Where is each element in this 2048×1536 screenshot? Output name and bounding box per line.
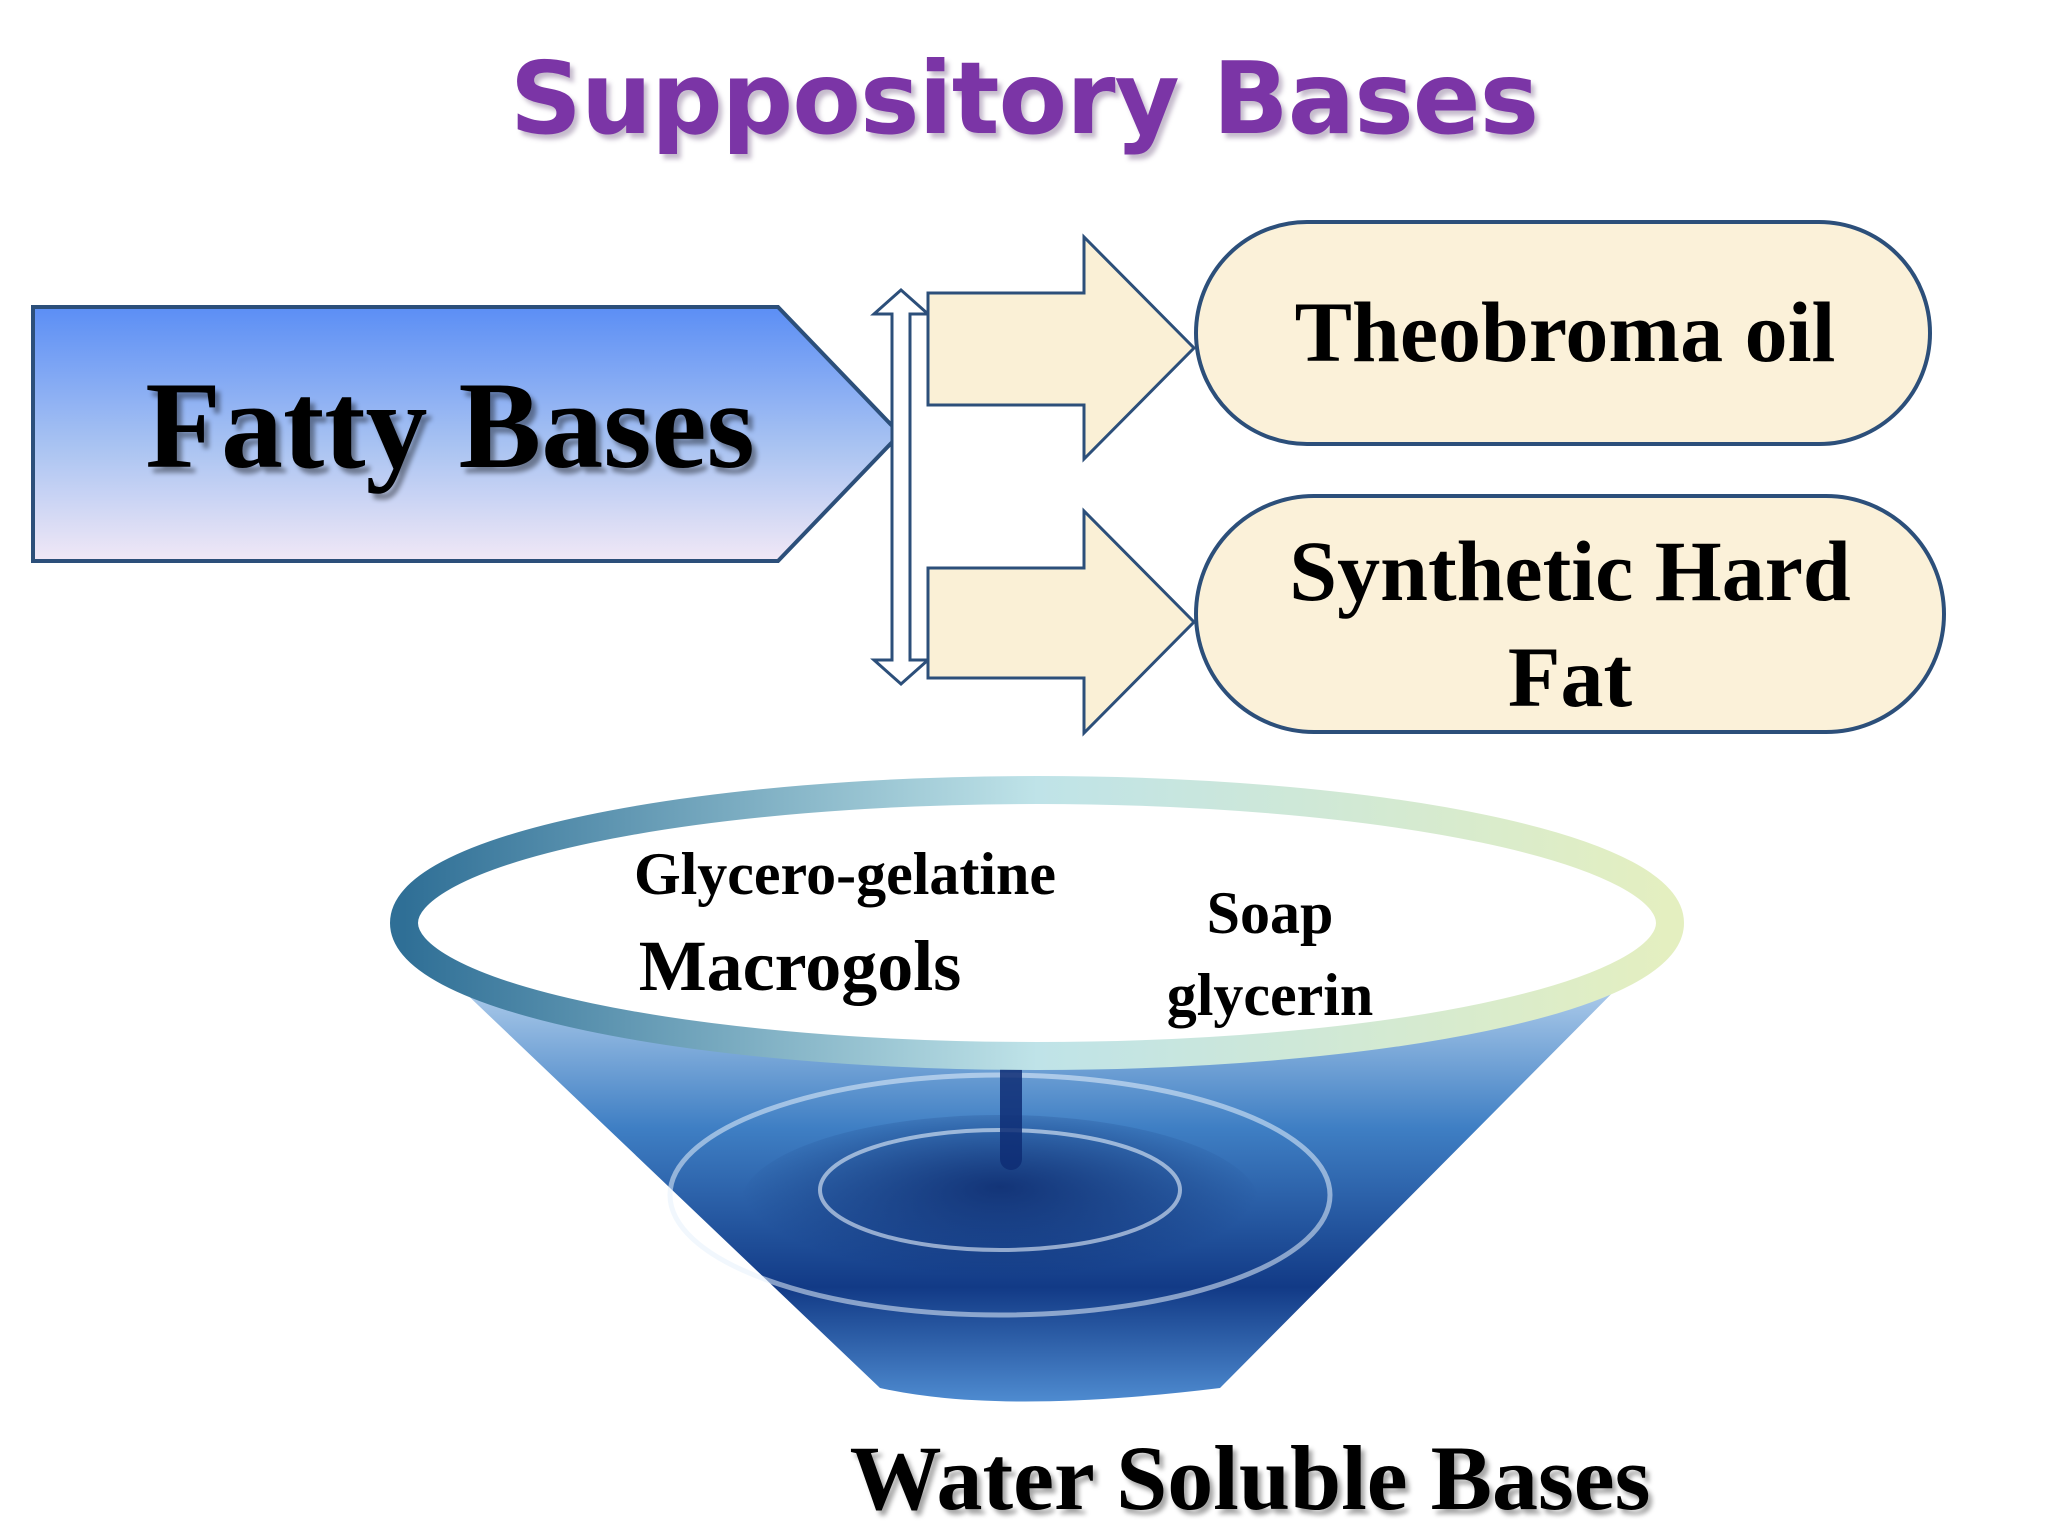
soap-line-2: glycerin xyxy=(1120,954,1420,1036)
synthetic-line-1: Synthetic Hard xyxy=(1205,518,1935,624)
water-drop-stream xyxy=(1000,1060,1022,1170)
water-soluble-bases-label: Water Soluble Bases xyxy=(600,1425,1900,1531)
synthetic-hard-fat-label: Synthetic Hard Fat xyxy=(1205,518,1935,730)
arrow-synthetic xyxy=(928,511,1194,733)
fatty-bases-label: Fatty Bases xyxy=(70,355,830,497)
theobroma-oil-label: Theobroma oil xyxy=(1205,282,1925,382)
macrogols-label: Macrogols xyxy=(590,925,1010,1008)
glycero-gelatine-label: Glycero-gelatine xyxy=(590,840,1100,909)
arrow-theobroma xyxy=(928,237,1194,459)
soap-glycerin-label: Soap glycerin xyxy=(1120,872,1420,1036)
synthetic-line-2: Fat xyxy=(1205,624,1935,730)
soap-line-1: Soap xyxy=(1120,872,1420,954)
funnel-rim xyxy=(404,790,1670,1056)
double-arrow xyxy=(874,290,928,684)
